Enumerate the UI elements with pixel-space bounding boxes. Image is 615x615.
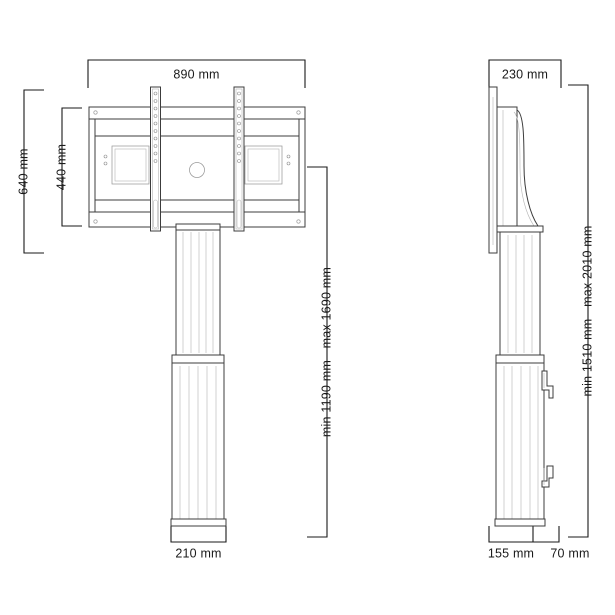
cable-grommet-hole bbox=[189, 162, 205, 178]
dimension-440mm-label: 440 mm bbox=[54, 144, 68, 190]
corner-hole-tr bbox=[296, 110, 301, 115]
front-view: 890 mm 640 mm 440 mm min 1190 mm - max 1… bbox=[16, 59, 333, 560]
corner-hole-bl bbox=[93, 219, 98, 224]
lifting-column-side bbox=[494, 231, 546, 527]
column-foot-plate-side bbox=[494, 518, 546, 527]
side-view: 230 mm min 1510 mm - max 2010 mm 155 mm … bbox=[488, 59, 594, 560]
bracket-bottom-flange bbox=[496, 225, 544, 233]
dimension-890mm-label: 890 mm bbox=[173, 67, 219, 81]
column-upper-segment-side bbox=[499, 231, 541, 356]
dimension-height-range-front: min 1190 mm - max 1690 mm bbox=[307, 166, 333, 538]
right-recess-panel bbox=[244, 145, 283, 185]
dimension-890mm: 890 mm bbox=[87, 59, 306, 88]
wall-bracket-upper bbox=[541, 370, 554, 399]
column-collar-side bbox=[495, 354, 545, 364]
display-panel-side bbox=[488, 86, 498, 254]
dimension-155mm-label: 155 mm bbox=[488, 546, 534, 560]
bracket-plate-side bbox=[496, 106, 518, 229]
dimension-height-range-side-label: min 1510 mm - max 2010 mm bbox=[580, 225, 594, 396]
dimension-155mm-70mm: 155 mm 70 mm bbox=[488, 526, 589, 560]
dimension-210mm-label: 210 mm bbox=[175, 546, 221, 560]
dimension-440mm: 440 mm bbox=[54, 107, 82, 227]
wall-bracket-lower bbox=[541, 465, 554, 488]
dimension-640mm-label: 640 mm bbox=[16, 148, 30, 194]
lifting-column-front bbox=[170, 223, 227, 527]
front-mount-plate-assembly bbox=[88, 106, 306, 228]
vesa-rail-right bbox=[233, 86, 245, 232]
dimension-height-range-front-label: min 1190 mm - max 1690 mm bbox=[319, 267, 333, 437]
column-foot-plate bbox=[170, 518, 227, 527]
dimension-70mm-label: 70 mm bbox=[550, 546, 589, 560]
dimension-230mm: 230 mm bbox=[488, 59, 562, 88]
mount-bracket-side bbox=[496, 106, 544, 233]
dimension-210mm: 210 mm bbox=[170, 526, 227, 560]
dimension-height-range-side: min 1510 mm - max 2010 mm bbox=[568, 84, 594, 538]
dimension-230mm-label: 230 mm bbox=[502, 67, 548, 81]
corner-hole-tl bbox=[93, 110, 98, 115]
column-top-cap bbox=[175, 223, 221, 231]
column-upper-segment bbox=[175, 229, 221, 356]
vesa-rail-left bbox=[150, 86, 161, 232]
support-arm-curve bbox=[516, 109, 539, 227]
column-collar bbox=[171, 354, 225, 364]
left-recess-panel bbox=[111, 145, 150, 185]
dimension-640mm: 640 mm bbox=[16, 89, 44, 254]
corner-hole-br bbox=[296, 219, 301, 224]
column-lower-segment-side bbox=[495, 362, 545, 526]
